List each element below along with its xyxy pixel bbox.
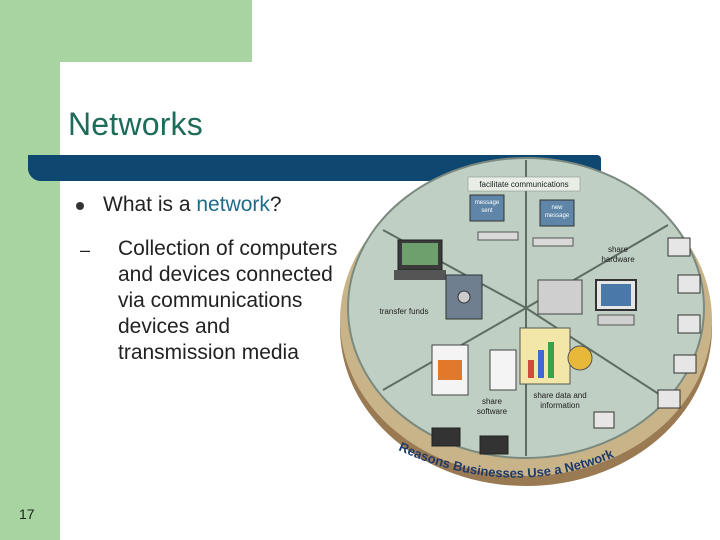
bullet-dot-icon	[76, 202, 84, 210]
computer-icon	[593, 411, 615, 429]
computer-icon	[469, 194, 505, 222]
share-data-line1: share data and	[533, 391, 586, 400]
software-box-accent	[438, 360, 462, 380]
laptop-base-icon	[394, 270, 446, 280]
bullet-text-before: What is a	[103, 193, 197, 216]
pie-icon	[567, 345, 593, 371]
facilitate-label-box	[467, 176, 581, 192]
computer-icon	[539, 199, 575, 227]
message-sent-line1: message	[475, 200, 500, 206]
share-data-line2: information	[540, 401, 580, 410]
chart-bar	[528, 360, 534, 378]
new-message-line2: message	[545, 213, 570, 219]
wheel-spoke	[525, 307, 669, 401]
slide-title: Networks	[68, 106, 203, 142]
chart-bar	[538, 350, 544, 378]
bullet-text-after: ?	[269, 193, 282, 216]
share-hardware-line2: hardware	[601, 255, 635, 264]
computer-icon	[677, 314, 701, 334]
printer-icon	[537, 279, 583, 315]
safe-dial-icon	[457, 290, 471, 304]
keyboard-icon	[532, 237, 574, 247]
share-software-line2: software	[477, 407, 508, 416]
message-sent-line2: sent	[481, 208, 493, 214]
computer-icon	[667, 237, 691, 257]
network-reasons-wheel: facilitate communications message sent n…	[340, 157, 712, 486]
chart-icon	[519, 327, 571, 385]
page-number: 17	[19, 506, 35, 522]
bullet-highlight: network	[196, 193, 270, 216]
sub-bullet-text: Collection of computers and devices conn…	[118, 237, 338, 364]
computer-icon	[657, 389, 681, 409]
software-box-icon	[489, 349, 517, 391]
cpu-icon	[597, 314, 635, 326]
laptop-icon	[431, 427, 461, 447]
computer-icon	[673, 354, 697, 374]
bullet-text: What is a network?	[103, 193, 282, 217]
chart-bar	[548, 342, 554, 378]
laptop-screen-icon	[402, 243, 438, 265]
new-message-line1: new	[551, 205, 563, 211]
share-software-line1: share	[482, 397, 503, 406]
computer-icon	[677, 274, 701, 294]
left-accent-bar	[0, 0, 60, 540]
keyboard-icon	[477, 231, 519, 241]
share-hardware-line1: share	[608, 245, 629, 254]
laptop-icon	[479, 435, 509, 455]
sub-bullet-dash: –	[80, 240, 91, 260]
monitor-screen-icon	[601, 284, 631, 306]
transfer-funds-label: transfer funds	[380, 307, 429, 316]
facilitate-label: facilitate communications	[479, 180, 568, 189]
